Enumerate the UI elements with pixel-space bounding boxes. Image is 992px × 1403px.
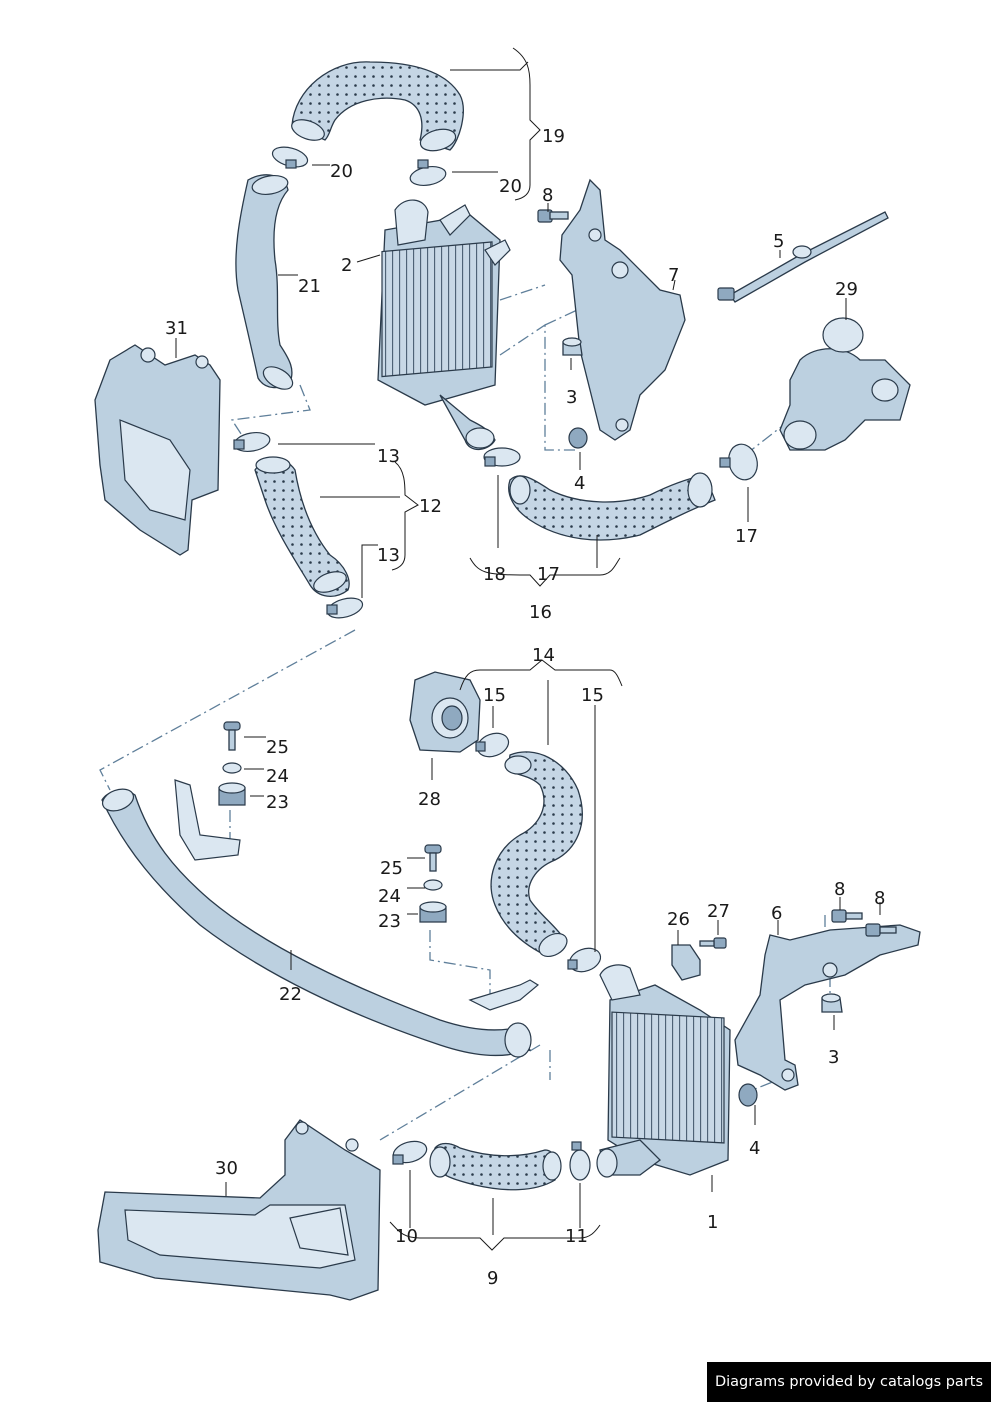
bolt-25-middle <box>424 844 442 872</box>
pipe-22 <box>101 779 540 1058</box>
grommet-3-bottom <box>821 993 843 1013</box>
sensor-26 <box>671 944 701 981</box>
callout-15: 15 <box>483 685 506 706</box>
clamp-20-right <box>409 159 447 186</box>
callout-11: 11 <box>565 1226 588 1247</box>
callout-31: 31 <box>165 318 188 339</box>
credit-banner: Diagrams provided by catalogs parts <box>707 1362 991 1402</box>
callout-18: 18 <box>483 564 506 585</box>
callout-27: 27 <box>707 901 730 922</box>
callout-4: 4 <box>749 1138 760 1159</box>
callout-8: 8 <box>834 879 845 900</box>
callout-12: 12 <box>419 496 442 517</box>
hose-16 <box>508 472 716 541</box>
bolt-27 <box>699 937 727 949</box>
callout-17: 17 <box>735 526 758 547</box>
callout-25: 25 <box>266 737 289 758</box>
callout-21: 21 <box>298 276 321 297</box>
air-guide-31 <box>94 344 221 556</box>
air-guide-30 <box>97 1119 381 1301</box>
callout-16: 16 <box>529 602 552 623</box>
hose-14 <box>490 751 583 958</box>
callout-5: 5 <box>773 231 784 252</box>
callout-25: 25 <box>380 858 403 879</box>
callout-8: 8 <box>542 185 553 206</box>
callout-13: 13 <box>377 446 400 467</box>
washer-24-middle <box>423 879 443 891</box>
turbocharger-29 <box>779 317 911 451</box>
callout-24: 24 <box>266 766 289 787</box>
upper-hose-19 <box>291 61 464 152</box>
bracket-6 <box>734 924 921 1091</box>
throttle-body-28 <box>409 671 481 753</box>
clamp-17-right <box>719 443 758 481</box>
callout-8: 8 <box>874 888 885 909</box>
callout-14: 14 <box>532 645 555 666</box>
callout-17: 17 <box>537 564 560 585</box>
grommet-3-top <box>562 337 583 356</box>
hose-21 <box>235 174 294 390</box>
clamp-10 <box>392 1140 428 1165</box>
clamp-15-upper <box>475 732 510 758</box>
callout-20: 20 <box>499 176 522 197</box>
callout-23: 23 <box>378 911 401 932</box>
callout-28: 28 <box>418 789 441 810</box>
intercooler-2 <box>377 199 511 451</box>
callout-4: 4 <box>574 473 585 494</box>
washer-24-left <box>222 762 242 774</box>
hose-9 <box>429 1142 562 1191</box>
bracket-7 <box>559 178 686 441</box>
grommet-4-bottom <box>738 1083 758 1107</box>
grommet-23-middle <box>419 901 447 923</box>
callout-29: 29 <box>835 279 858 300</box>
callout-15: 15 <box>581 685 604 706</box>
clamp-20-left <box>271 146 309 169</box>
callout-24: 24 <box>378 886 401 907</box>
clamp-13-lower <box>326 597 364 619</box>
callout-23: 23 <box>266 792 289 813</box>
bolt-25-left <box>223 721 241 751</box>
callout-labels: 19 20 20 8 5 2 7 21 29 31 3 13 4 12 17 1… <box>165 126 885 1289</box>
callout-19: 19 <box>542 126 565 147</box>
callout-9: 9 <box>487 1268 498 1289</box>
callout-30: 30 <box>215 1158 238 1179</box>
clamp-11 <box>569 1141 591 1181</box>
callout-2: 2 <box>341 255 352 276</box>
callout-10: 10 <box>395 1226 418 1247</box>
clamp-15-lower <box>567 947 602 973</box>
grommet-23-left <box>218 782 246 806</box>
clamp-13-upper <box>233 432 271 452</box>
callout-7: 7 <box>668 265 679 286</box>
bolt-8-top <box>537 209 569 223</box>
callout-26: 26 <box>667 909 690 930</box>
clamp-18 <box>483 447 521 467</box>
cable-tie-5 <box>717 211 889 303</box>
callout-20: 20 <box>330 161 353 182</box>
callout-6: 6 <box>771 903 782 924</box>
leader-lines <box>175 47 881 1251</box>
bolt-8-lower-left <box>831 909 863 923</box>
callout-1: 1 <box>707 1212 718 1233</box>
callout-22: 22 <box>279 984 302 1005</box>
bolt-8-lower-right <box>865 923 897 937</box>
callout-3: 3 <box>828 1047 839 1068</box>
grommet-4-top <box>568 427 588 449</box>
intercooler-1 <box>596 964 731 1178</box>
callout-3: 3 <box>566 387 577 408</box>
callout-13: 13 <box>377 545 400 566</box>
hose-12 <box>254 456 350 597</box>
